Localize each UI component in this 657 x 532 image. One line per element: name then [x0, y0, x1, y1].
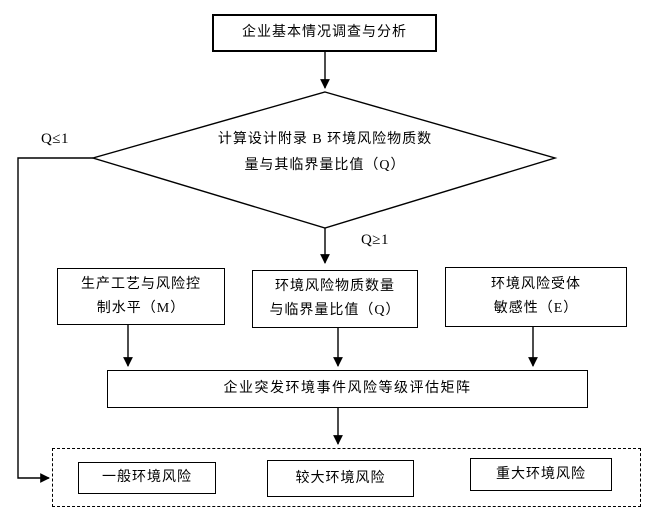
risk-major-node: 重大环境风险: [470, 458, 612, 491]
process-m-line2: 制水平（M）: [96, 300, 186, 316]
receptor-e-node: 环境风险受体 敏感性（E）: [445, 267, 627, 327]
risk-larger-node: 较大环境风险: [267, 460, 414, 497]
risk-major-label: 重大环境风险: [496, 466, 586, 482]
quantity-q-line2: 与临界量比值（Q）: [269, 303, 401, 318]
risk-general-label: 一般环境风险: [102, 470, 192, 485]
quantity-q-line1: 环境风险物质数量: [275, 279, 395, 294]
decision-node-label: 计算设计附录 B 环境风险物质数 量与其临界量比值（Q）: [165, 127, 485, 179]
label-q-ge-1: Q≥1: [360, 232, 390, 248]
process-m-node: 生产工艺与风险控 制水平（M）: [57, 268, 225, 325]
matrix-node: 企业突发环境事件风险等级评估矩阵: [107, 370, 588, 408]
receptor-e-line1: 环境风险受体: [491, 277, 581, 292]
receptor-e-line2: 敏感性（E）: [493, 301, 579, 316]
risk-general-node: 一般环境风险: [78, 462, 216, 494]
risk-larger-label: 较大环境风险: [295, 470, 386, 486]
quantity-q-node: 环境风险物质数量 与临界量比值（Q）: [252, 270, 418, 328]
survey-node-label: 企业基本情况调查与分析: [242, 25, 407, 40]
decision-line2: 量与其临界量比值（Q）: [244, 158, 406, 173]
process-m-line1: 生产工艺与风险控: [81, 276, 201, 292]
survey-node: 企业基本情况调查与分析: [212, 14, 437, 52]
label-q-le-1: Q≤1: [40, 131, 70, 147]
matrix-node-label: 企业突发环境事件风险等级评估矩阵: [223, 381, 472, 396]
decision-line1: 计算设计附录 B 环境风险物质数: [217, 132, 433, 147]
result-group: [52, 448, 641, 507]
